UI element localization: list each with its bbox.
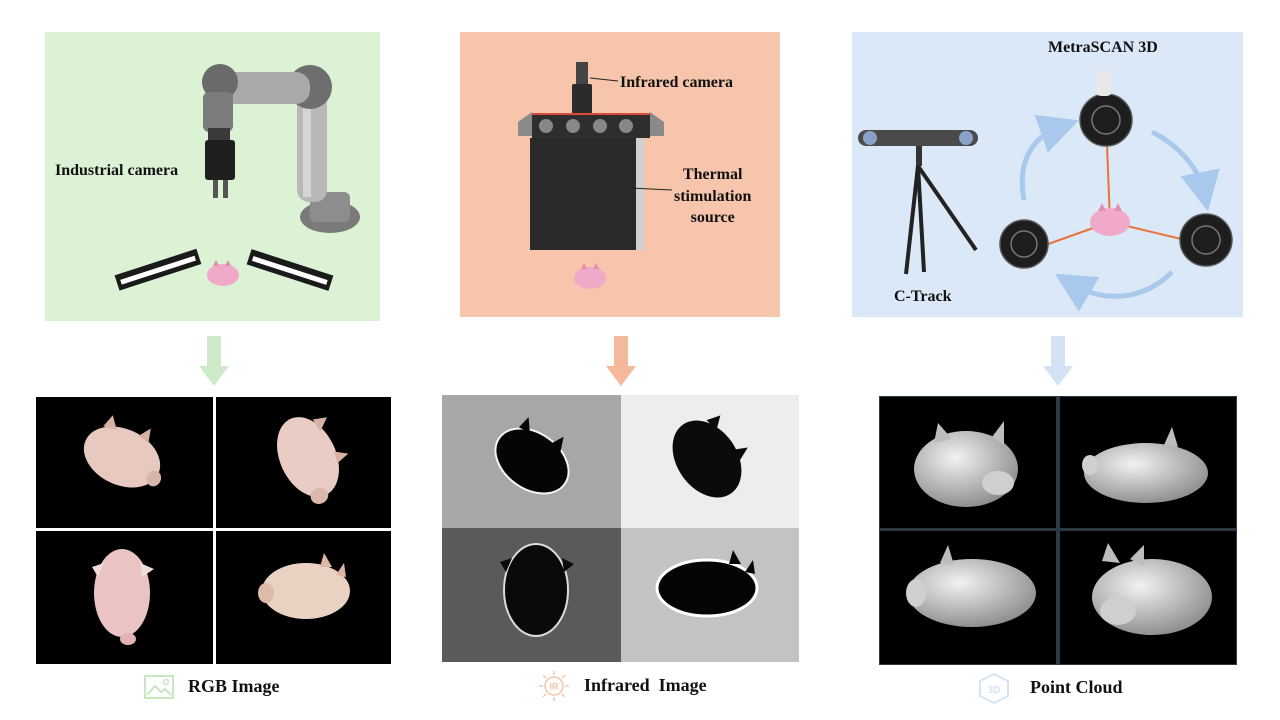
metrascan-illustration [858,70,1233,312]
point-cloud-grid [879,396,1237,665]
infrared-caption: Infrared Image [584,675,707,695]
pc-down-arrow-icon [1043,336,1073,386]
point-cloud-view-3 [880,531,1056,664]
cube-3d-icon: 3D [979,672,1009,704]
infrared-image-3 [442,528,621,662]
rgb-down-arrow-icon [199,336,229,386]
cube-3d-icon-text: 3D [988,685,1001,696]
ir-down-arrow-icon [606,336,636,386]
point-cloud-caption: Point Cloud [1030,677,1123,697]
infrared-image-1 [442,395,621,528]
rgb-image-1 [36,397,213,528]
point-cloud-view-1 [880,397,1056,528]
image-icon [144,675,174,699]
rgb-image-2 [216,397,391,528]
infrared-image-2 [621,395,799,528]
robot-arm-illustration [114,64,360,291]
ir-setup-panel: Infrared camera Thermal stimulation sour… [460,32,780,317]
rgb-setup-panel: Industrial camera [45,32,380,321]
metrascan-label: MetraSCAN 3D [1048,39,1158,56]
rgb-image-grid [36,397,391,664]
ir-sun-icon: IR [539,671,569,701]
scanner-setup-panel: MetraSCAN 3D C-Track [852,32,1243,317]
infrared-camera-label: Infrared camera [620,74,733,91]
rgb-image-3 [36,531,213,664]
c-track-label: C-Track [894,288,952,305]
thermal-source-label: Thermal stimulation source [674,166,752,227]
industrial-camera-label: Industrial camera [55,162,179,179]
infrared-image-4 [621,528,799,662]
rgb-caption: RGB Image [188,676,280,696]
rgb-image-4 [216,531,391,664]
svg-text:IR: IR [550,682,560,692]
thermal-rig-illustration [518,62,673,289]
point-cloud-view-2 [1060,397,1236,528]
infrared-image-grid [442,395,799,662]
point-cloud-view-4 [1060,531,1236,664]
